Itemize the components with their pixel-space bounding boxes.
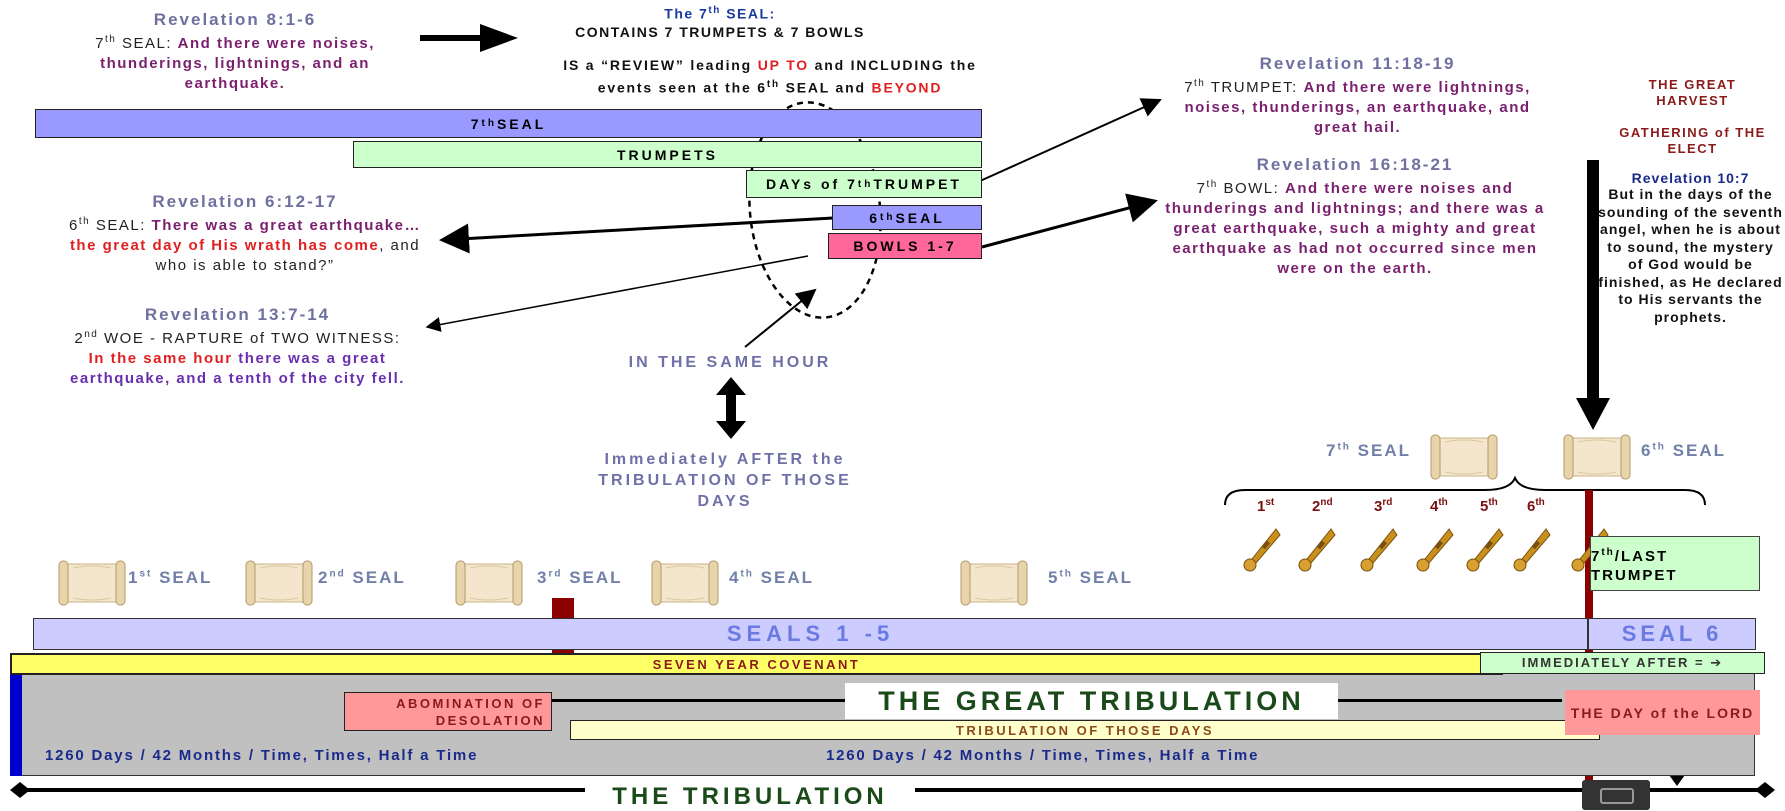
rev8-ref: Revelation 8:1-6: [153, 10, 317, 29]
bowls-bar: BOWLS 1-7: [828, 233, 982, 259]
right-seal6-label: 6th SEAL: [1641, 441, 1726, 460]
up-down-arrow-icon: [716, 377, 746, 439]
trumpet-number-2: 2nd: [1312, 497, 1333, 515]
right-arrow-icon: [420, 24, 518, 52]
brace: [1224, 475, 1706, 506]
immediately-label: Immediately AFTER the TRIBULATION OF THO…: [598, 451, 852, 510]
trumpets-bar: TRUMPETS: [353, 141, 982, 168]
seals-1-5-band: SEALS 1 -5: [33, 618, 1588, 650]
start-marker: [10, 673, 22, 776]
dashed-ellipse: [748, 101, 882, 319]
review-text: IS a “REVIEW” leading UP TO and INCLUDIN…: [563, 57, 977, 96]
rev6-ref: Revelation 6:12-17: [152, 192, 338, 211]
last-trumpet-box: 7th/LAST TRUMPET: [1590, 536, 1760, 591]
scroll-icon: [648, 558, 722, 606]
seal-label-5: 5th SEAL: [1048, 568, 1133, 587]
down-arrow-icon: [1576, 160, 1610, 430]
arrow-same-hour: [744, 288, 817, 348]
great-tribulation-title: THE GREAT TRIBULATION: [845, 683, 1338, 719]
right-seal7-label: 7th SEAL: [1326, 441, 1411, 460]
scroll-icon: [452, 558, 526, 606]
rev13-ref: Revelation 13:7-14: [144, 305, 331, 324]
trumpet-icon: [1243, 528, 1281, 572]
rev16-ref: Revelation 16:18-21: [1256, 155, 1454, 174]
arrow-to-rev13: [425, 255, 809, 332]
trumpet-number-3: 3rd: [1374, 497, 1393, 515]
rev11-ref: Revelation 11:18-19: [1259, 54, 1456, 73]
trumpet-number-6: 6th: [1527, 497, 1545, 515]
image-icon: [1582, 780, 1650, 810]
rev6-block: Revelation 6:12-17 6th SEAL: There was a…: [65, 192, 425, 276]
same-hour-label: IN THE SAME HOUR: [628, 354, 832, 371]
seal-label-4: 4th SEAL: [729, 568, 814, 587]
rev8-block: Revelation 8:1-6 7th SEAL: And there wer…: [60, 10, 410, 94]
scroll-icon: [1560, 432, 1634, 480]
trumpet-number-5: 5th: [1480, 497, 1498, 515]
seal6-band: SEAL 6: [1588, 618, 1756, 650]
rev11-block: Revelation 11:18-19 7th TRUMPET: And the…: [1165, 54, 1550, 138]
trumpet-icon: [1360, 528, 1398, 572]
rev16-block: Revelation 16:18-21 7th BOWL: And there …: [1160, 155, 1550, 279]
days-right-label: 1260 Days / 42 Months / Time, Times, Hal…: [826, 747, 1260, 764]
harvest-block: THE GREAT HARVEST GATHERING of THE ELECT: [1619, 77, 1766, 156]
trumpet-icon: [1513, 528, 1551, 572]
rev13-block: Revelation 13:7-14 2nd WOE - RAPTURE of …: [45, 305, 430, 389]
trumpet-number-4: 4th: [1430, 497, 1448, 515]
seal-label-3: 3rd SEAL: [537, 568, 623, 587]
trumpet-icon: [1466, 528, 1504, 572]
immediately-after-label: IMMEDIATELY AFTER = ➔: [1480, 652, 1765, 674]
scroll-icon: [242, 558, 316, 606]
seal-label-2: 2nd SEAL: [318, 568, 406, 587]
seal7-heading: The 7th SEAL: CONTAINS 7 TRUMPETS & 7 BO…: [575, 5, 865, 40]
days-left-label: 1260 Days / 42 Months / Time, Times, Hal…: [45, 747, 479, 764]
scroll-icon: [1427, 432, 1501, 480]
arrow-to-rev11: [979, 98, 1162, 182]
arrow-to-rev6: [439, 216, 834, 254]
trumpet-number-1: 1st: [1257, 497, 1275, 515]
tribulation-label-bg: [585, 785, 915, 810]
scroll-icon: [957, 558, 1031, 606]
trumpet-icon: [1298, 528, 1336, 572]
rev10-block: Revelation 10:7 But in the days of the s…: [1598, 170, 1783, 325]
covenant-band: SEVEN YEAR COVENANT: [10, 653, 1503, 675]
scroll-icon: [55, 558, 129, 606]
those-days-band: TRIBULATION OF THOSE DAYS: [570, 720, 1600, 740]
arrow-to-rev16: [981, 193, 1158, 249]
abomination-box: ABOMINATION OF DESOLATION: [344, 692, 552, 731]
trumpet-icon: [1416, 528, 1454, 572]
day-of-lord-box: THE DAY of the LORD: [1565, 690, 1760, 735]
seal-label-1: 1st SEAL: [128, 568, 213, 587]
tribulation-label: THE TRIBULATION: [612, 783, 888, 810]
